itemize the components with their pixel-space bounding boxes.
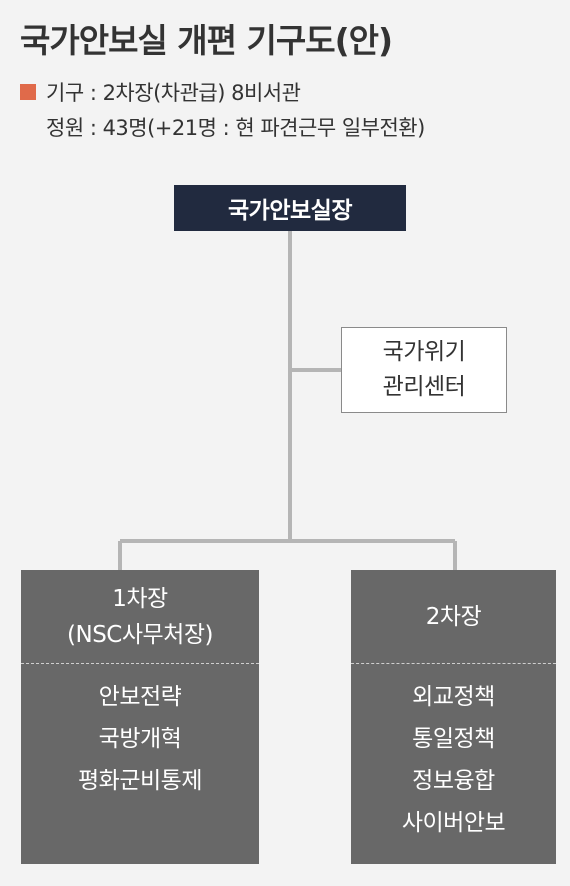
crisis-center-label-line1: 국가위기 <box>382 339 466 365</box>
legend-staff-text: 정원 : 43명(+21명 : 현 파견근무 일부전환) <box>46 116 425 140</box>
national-security-director-label: 국가안보실장 <box>228 198 352 224</box>
crisis-management-center-box: 국가위기 관리센터 <box>341 327 507 413</box>
first-deputy-divider <box>21 663 259 664</box>
legend-marker-square <box>20 84 36 100</box>
legend-organization-text: 기구 : 2차장(차관급) 8비서관 <box>46 81 301 105</box>
first-deputy-header: 1차장 (NSC사무처장) <box>21 570 259 663</box>
first-deputy-subtitle: (NSC사무처장) <box>67 621 213 648</box>
second-deputy-box: 2차장 외교정책 통일정책 정보융합 사이버안보 <box>351 570 556 864</box>
first-deputy-box: 1차장 (NSC사무처장) 안보전략 국방개혁 평화군비통제 <box>21 570 259 864</box>
national-security-director-box: 국가안보실장 <box>174 185 406 231</box>
first-deputy-item: 평화군비통제 <box>78 768 202 794</box>
second-deputy-header: 2차장 <box>351 570 556 663</box>
second-deputy-item: 통일정책 <box>412 726 495 752</box>
second-deputy-title: 2차장 <box>425 603 482 630</box>
first-deputy-item: 국방개혁 <box>98 726 182 752</box>
second-deputy-items: 외교정책 통일정책 정보융합 사이버안보 <box>351 676 556 844</box>
page-title: 국가안보실 개편 기구도(안) <box>20 21 393 60</box>
second-deputy-divider <box>351 663 556 664</box>
first-deputy-item: 안보전략 <box>98 684 182 710</box>
second-deputy-item: 외교정책 <box>412 684 495 710</box>
second-deputy-item: 정보융합 <box>412 768 495 794</box>
first-deputy-items: 안보전략 국방개혁 평화군비통제 <box>21 676 259 802</box>
first-deputy-title: 1차장 <box>112 585 168 612</box>
crisis-center-label-line2: 관리센터 <box>382 374 466 400</box>
second-deputy-item: 사이버안보 <box>401 810 506 836</box>
